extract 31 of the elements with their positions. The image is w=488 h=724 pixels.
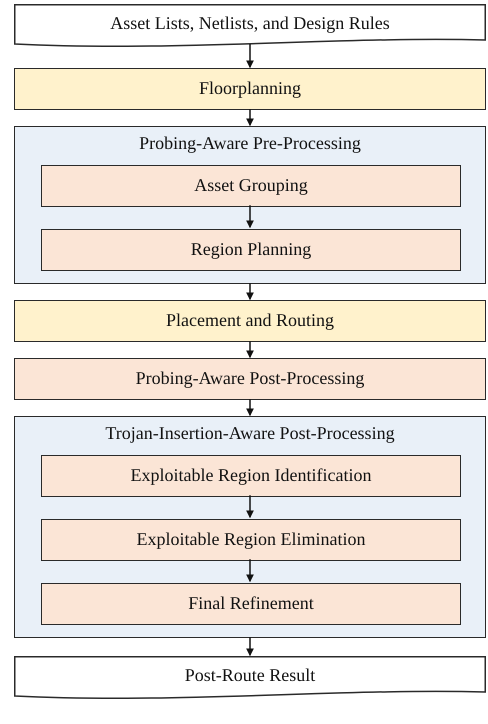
- step-label: Exploitable Region Identification: [130, 465, 372, 487]
- step-label: Exploitable Region Elimination: [136, 529, 366, 551]
- arrow: [246, 637, 254, 656]
- step-label: Asset Lists, Netlists, and Design Rules: [110, 13, 390, 35]
- step-label: Probing-Aware Pre-Processing: [139, 133, 361, 155]
- process-box: [14, 358, 486, 400]
- process-box: [41, 583, 461, 625]
- group-box: [14, 416, 486, 638]
- process-box: [41, 229, 461, 271]
- arrow: [246, 399, 254, 416]
- arrow: [246, 44, 254, 68]
- arrow: [246, 283, 254, 300]
- arrow: [246, 109, 254, 126]
- arrow: [246, 205, 254, 228]
- process-box: [41, 455, 461, 497]
- arrow: [246, 559, 254, 582]
- arrow: [246, 341, 254, 358]
- step-label: Floorplanning: [199, 78, 301, 100]
- process-box: [14, 300, 486, 342]
- step-label: Asset Grouping: [194, 175, 308, 197]
- step-label: Trojan-Insertion-Aware Post-Processing: [105, 423, 395, 445]
- arrow: [246, 495, 254, 518]
- process-box: [14, 68, 486, 110]
- step-label: Placement and Routing: [166, 310, 334, 332]
- step-label: Post-Route Result: [184, 665, 316, 687]
- step-label: Final Refinement: [188, 593, 314, 615]
- group-box: [14, 126, 486, 284]
- process-box: [41, 165, 461, 207]
- step-label: Probing-Aware Post-Processing: [136, 368, 364, 390]
- process-box: [41, 519, 461, 561]
- step-label: Region Planning: [190, 239, 312, 261]
